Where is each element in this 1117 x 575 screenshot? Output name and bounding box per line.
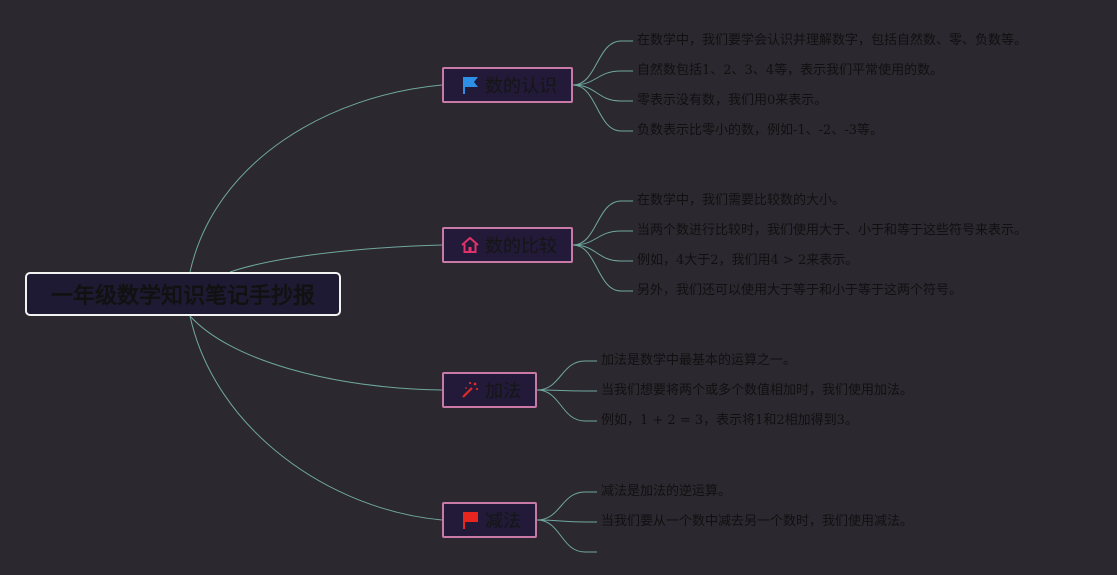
leaf-text: 零表示没有数，我们用0来表示。 [637, 93, 828, 108]
connector-line [189, 84, 443, 273]
connector-line [536, 360, 586, 391]
blue-flag-icon [463, 77, 478, 94]
leaf-text: 负数表示比零小的数，例如-1、-2、-3等。 [637, 123, 883, 138]
connector-line [572, 230, 622, 246]
branch-number-recognition[interactable]: 数的认识 [442, 67, 573, 103]
leaf-text: 加法是数学中最基本的运算之一。 [601, 353, 797, 368]
connector-line [229, 244, 443, 273]
branch-label: 减法 [485, 511, 521, 532]
home-icon [461, 236, 479, 253]
connector-line [572, 84, 622, 102]
leaf-text: 当我们想要将两个或多个数值相加时，我们使用加法。 [601, 383, 914, 398]
leaf-text: 在数学中，我们要学会认识并理解数字，包括自然数、零、负数等。 [637, 33, 1028, 48]
leaf-text: 自然数包括1、2、3、4等，表示我们平常使用的数。 [637, 63, 944, 78]
leaf-text: 在数学中，我们需要比较数的大小。 [637, 193, 846, 208]
magic-wand-icon [462, 381, 479, 398]
connector-line [189, 315, 443, 391]
connector-line [536, 389, 586, 392]
branch-label: 数的比较 [485, 236, 557, 257]
connector-line [572, 40, 622, 86]
red-flag-icon [463, 512, 478, 529]
branch-label: 加法 [485, 381, 521, 402]
branch-label: 数的认识 [485, 76, 557, 97]
central-topic-label: 一年级数学知识笔记手抄报 [50, 284, 315, 309]
connector-line [572, 84, 622, 132]
connector-line [189, 315, 443, 521]
connector-line [536, 491, 586, 521]
leaf-text: 另外，我们还可以使用大于等于和小于等于这两个符号。 [637, 283, 963, 298]
connector-line [536, 519, 586, 523]
leaf-text: 当两个数进行比较时，我们使用大于、小于和等于这些符号来表示。 [637, 223, 1028, 238]
connector-line [572, 200, 622, 246]
leaf-text: 当我们要从一个数中减去另一个数时，我们使用减法。 [601, 514, 914, 529]
connector-line [572, 244, 622, 292]
connector-line [572, 70, 622, 86]
branch-number-comparison[interactable]: 数的比较 [442, 227, 573, 263]
connector-line [572, 244, 622, 262]
central-topic[interactable]: 一年级数学知识笔记手抄报 [25, 272, 341, 316]
leaf-text: 例如，1 + 2 = 3，表示将1和2相加得到3。 [601, 413, 858, 428]
branch-addition[interactable]: 加法 [442, 372, 537, 408]
leaf-text: 例如，4大于2，我们用4 > 2来表示。 [637, 253, 859, 268]
connector-line [536, 389, 586, 422]
connector-line [536, 519, 586, 553]
leaf-text: 减法是加法的逆运算。 [601, 484, 732, 499]
branch-subtraction[interactable]: 减法 [442, 502, 537, 538]
